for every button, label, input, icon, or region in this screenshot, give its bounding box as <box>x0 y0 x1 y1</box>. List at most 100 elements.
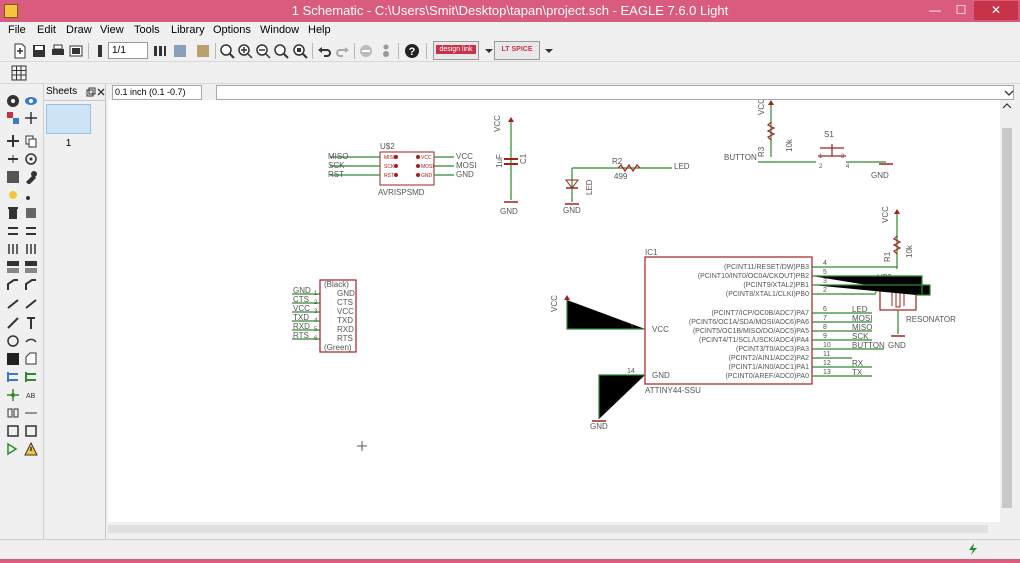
schematic-canvas[interactable]: U$2 AVRISPSMD MISO SCK RST VCC MOSI GND … <box>108 98 1000 522</box>
avrisp-connector[interactable]: U$2 AVRISPSMD MISO SCK RST VCC MOSI GND … <box>328 142 476 197</box>
junction-icon[interactable] <box>6 388 20 402</box>
mirror-icon[interactable] <box>6 152 20 166</box>
sheet-select[interactable]: 1/1 <box>108 42 148 59</box>
s1-gnd-label: GND <box>871 171 889 180</box>
add-icon[interactable] <box>24 206 38 220</box>
wire-icon[interactable] <box>6 316 20 330</box>
dimension-icon[interactable] <box>24 406 38 420</box>
chevron-down-icon[interactable] <box>541 43 557 59</box>
ftdi-header[interactable]: (Black) (Green) GND CTS VCC TXD RXD RTS … <box>292 279 357 353</box>
stop-icon[interactable] <box>358 43 374 59</box>
menu-window[interactable]: Window <box>260 24 300 36</box>
chevron-down-icon[interactable] <box>1004 88 1014 98</box>
menu-file[interactable]: File <box>8 24 26 36</box>
group-icon[interactable] <box>6 170 20 184</box>
paste-icon[interactable] <box>6 188 20 202</box>
copy-icon[interactable] <box>24 134 38 148</box>
menu-options[interactable]: Options <box>213 24 251 36</box>
ic1-pin-num-pa5: 8 <box>823 324 827 331</box>
zoom-fit-icon[interactable] <box>219 43 235 59</box>
frame-icon[interactable] <box>6 424 20 438</box>
name-icon[interactable] <box>24 242 38 256</box>
show-icon[interactable] <box>24 94 38 108</box>
attribute-icon[interactable] <box>6 406 20 420</box>
redo-icon[interactable] <box>335 43 351 59</box>
undo-icon[interactable] <box>316 43 332 59</box>
menu-edit[interactable]: Edit <box>37 24 56 36</box>
zoom-out-icon[interactable] <box>255 43 271 59</box>
ic1-pin-num-pa2: 11 <box>823 351 830 358</box>
capacitor-c1[interactable]: VCC 1uF C1 GND <box>493 115 528 216</box>
gateswap-icon[interactable] <box>24 224 38 238</box>
menu-library[interactable]: Library <box>171 24 205 36</box>
status-lightning-icon[interactable] <box>966 542 980 556</box>
dot-icon[interactable] <box>24 188 38 202</box>
scroll-up-icon[interactable] <box>1002 102 1012 110</box>
port-icon[interactable] <box>24 424 38 438</box>
invoke-icon[interactable] <box>6 296 20 310</box>
rotate-icon[interactable] <box>24 152 38 166</box>
zoom-redraw-icon[interactable] <box>273 43 289 59</box>
vertical-scroll-thumb[interactable] <box>1002 128 1012 508</box>
info-icon[interactable] <box>6 94 20 108</box>
mark-icon[interactable] <box>24 111 38 125</box>
warning-icon[interactable] <box>24 442 38 456</box>
button-s1-r3[interactable]: VCC R3 10k BUTTON S1 1 2 3 4 GND <box>724 98 893 180</box>
change-icon[interactable] <box>24 170 38 184</box>
zoom-select-icon[interactable] <box>292 43 308 59</box>
minimize-button[interactable]: — <box>929 3 941 17</box>
chevron-down-icon[interactable] <box>481 43 497 59</box>
value-icon[interactable] <box>6 260 20 274</box>
grid-icon[interactable] <box>11 65 27 81</box>
split-icon[interactable] <box>24 278 38 292</box>
cam-icon[interactable] <box>68 43 84 59</box>
pinswap-icon[interactable] <box>6 224 20 238</box>
smash-icon[interactable] <box>24 260 38 274</box>
attiny44-ic1[interactable]: IC1 ATTINY44-SSU VCC GND VCC 1 14 GND (P… <box>550 248 931 431</box>
rect-icon[interactable] <box>6 352 20 366</box>
display-icon[interactable] <box>6 111 20 125</box>
menu-draw[interactable]: Draw <box>66 24 92 36</box>
horizontal-scroll-track[interactable] <box>108 525 988 533</box>
menu-help[interactable]: Help <box>308 24 331 36</box>
arc-icon[interactable] <box>24 334 38 348</box>
command-line-input[interactable] <box>216 85 1014 100</box>
vertical-scrollbar[interactable] <box>1000 100 1014 522</box>
miter-icon[interactable] <box>6 278 20 292</box>
zoom-in-icon[interactable] <box>237 43 253 59</box>
go-icon[interactable] <box>378 43 394 59</box>
move-icon[interactable] <box>6 134 20 148</box>
ic1-net-miso: MISO <box>852 323 872 332</box>
menu-view[interactable]: View <box>100 24 124 36</box>
close-button[interactable]: ✕ <box>974 1 1018 20</box>
maximize-button[interactable]: ☐ <box>955 3 967 17</box>
label-icon[interactable]: AB <box>24 388 38 402</box>
erc-icon[interactable] <box>6 442 20 456</box>
text-icon[interactable] <box>24 316 38 330</box>
library-icon[interactable] <box>195 43 211 59</box>
new-icon[interactable] <box>12 43 28 59</box>
print-icon[interactable] <box>50 43 66 59</box>
schematic-icon[interactable] <box>172 43 188 59</box>
led-and-r2[interactable]: R2 499 LED LED GND <box>563 157 690 215</box>
c1-vcc-label: VCC <box>493 115 502 132</box>
restore-icon[interactable] <box>86 87 96 97</box>
optimize-icon[interactable] <box>24 296 38 310</box>
menu-tools[interactable]: Tools <box>134 24 160 36</box>
delete-icon[interactable] <box>6 206 20 220</box>
net-icon[interactable] <box>24 370 38 384</box>
board-icon[interactable] <box>152 43 168 59</box>
help-icon[interactable]: ? <box>404 43 420 59</box>
designlink-button[interactable]: design link <box>433 41 479 60</box>
horizontal-scrollbar[interactable] <box>108 522 1000 536</box>
polygon-icon[interactable] <box>24 352 38 366</box>
toolbar-separator <box>398 43 399 59</box>
save-icon[interactable] <box>31 43 47 59</box>
replace-icon[interactable] <box>6 242 20 256</box>
sheet-thumbnail[interactable] <box>46 104 91 134</box>
c1-value: 1uF <box>495 154 504 168</box>
ltspice-button[interactable]: LT SPICE <box>494 41 540 60</box>
bus-icon[interactable] <box>6 370 20 384</box>
close-icon[interactable] <box>96 87 106 97</box>
circle-icon[interactable] <box>6 334 20 348</box>
